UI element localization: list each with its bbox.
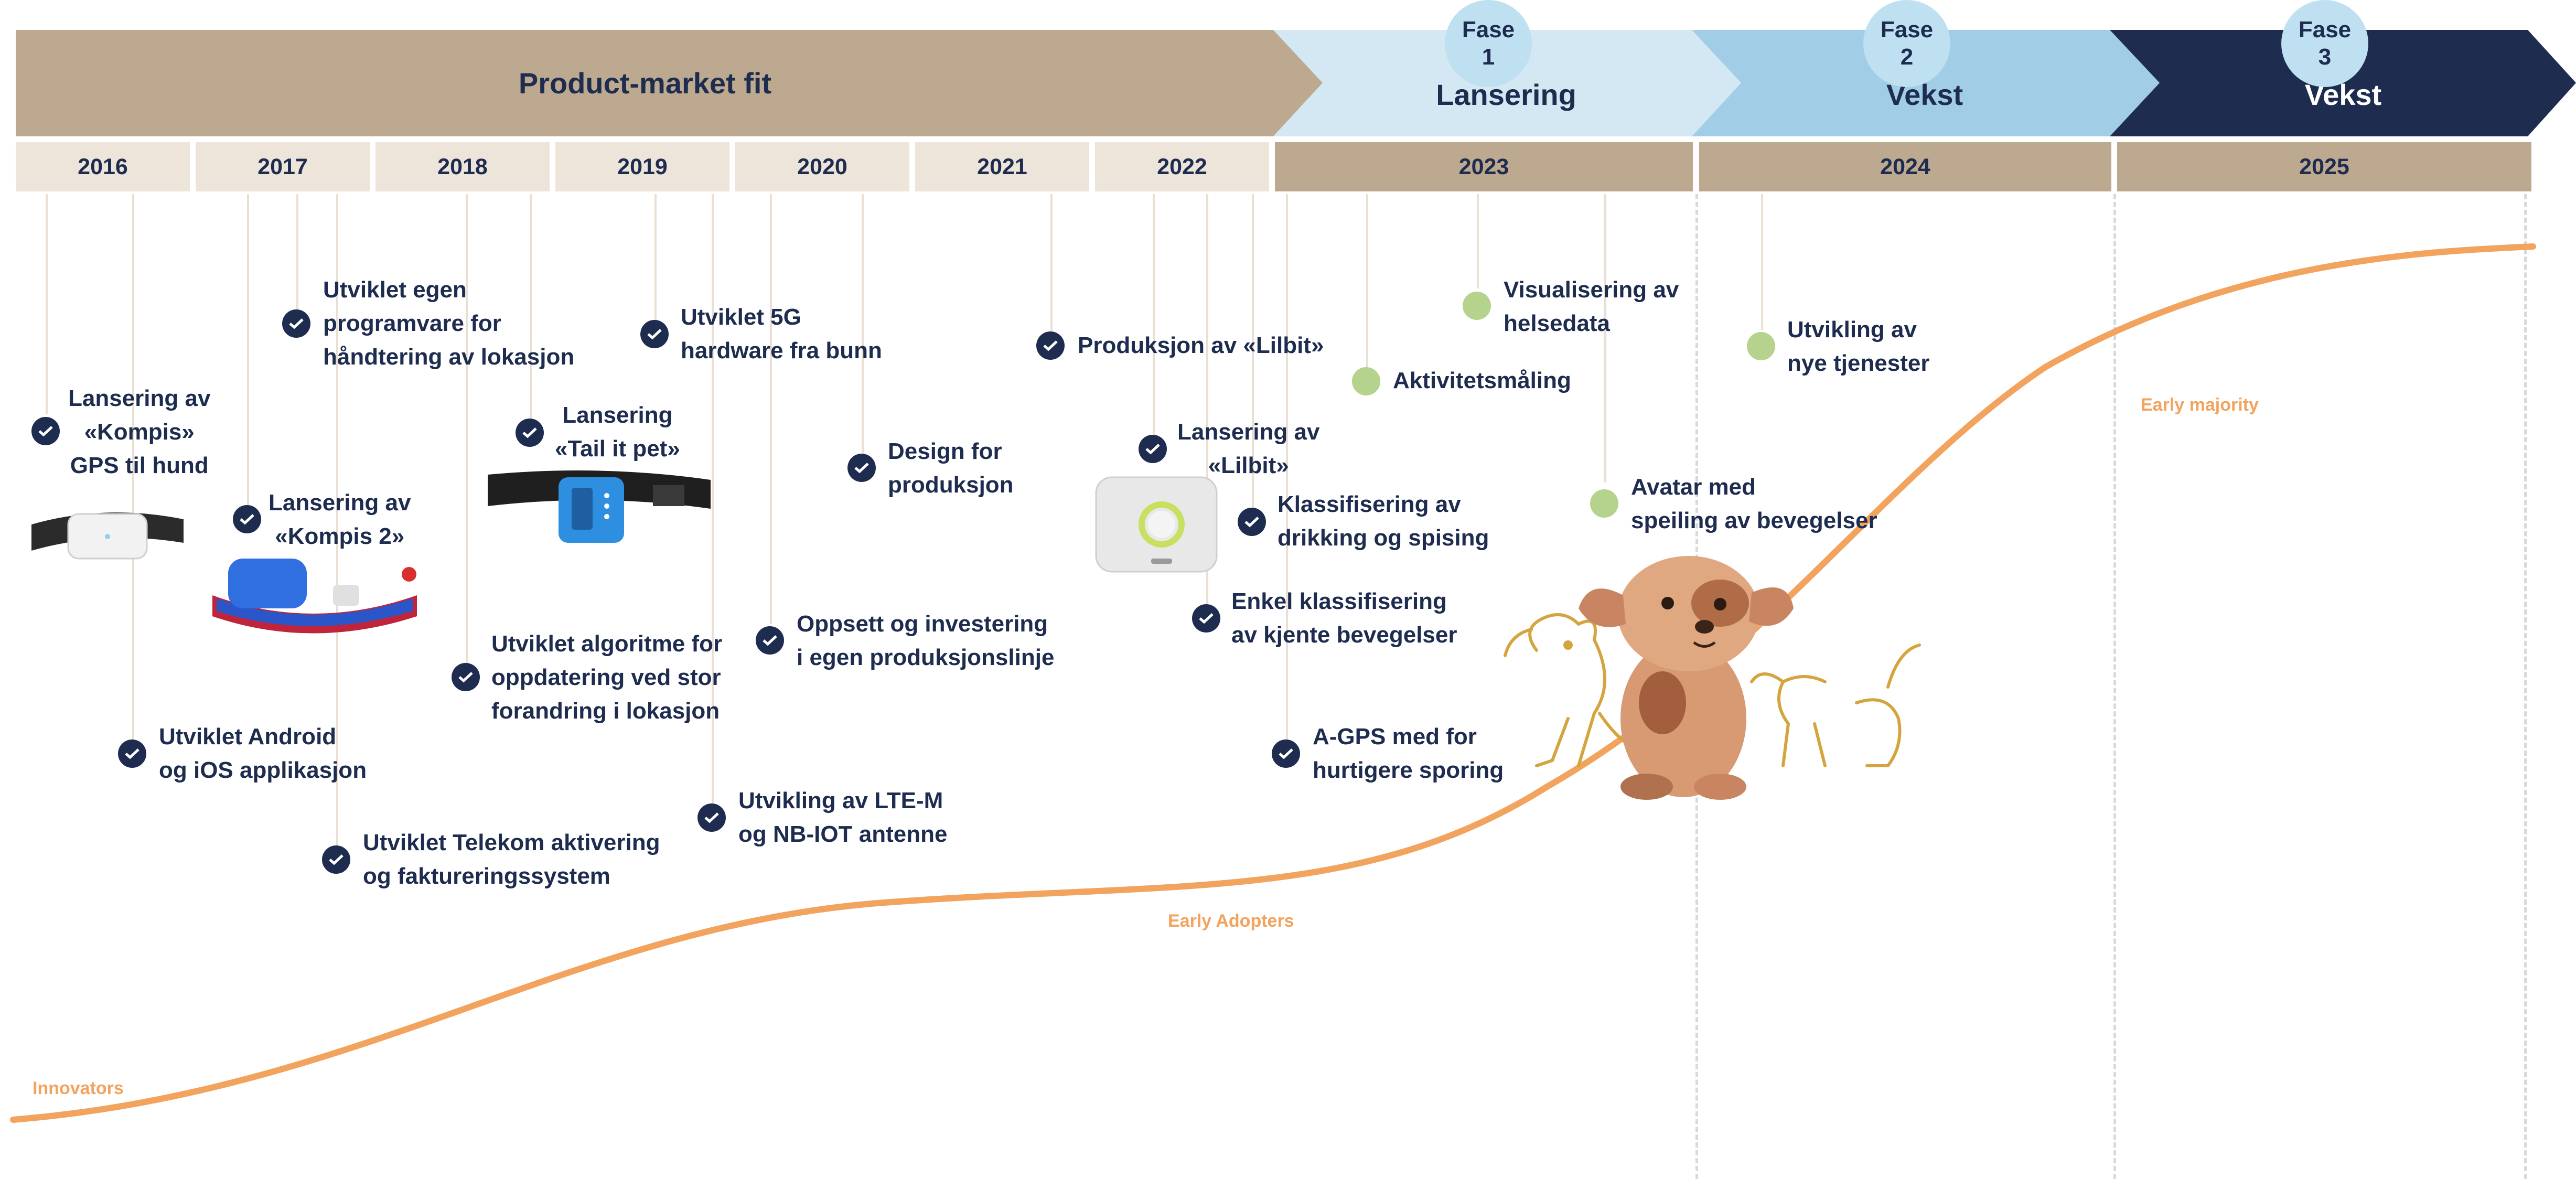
phase3-badge-number: 3 xyxy=(2318,44,2332,70)
kompis2-collar-image xyxy=(212,559,417,634)
year-2023: 2023 xyxy=(1275,142,1693,191)
phase1-badge-label: Fase xyxy=(1462,17,1515,42)
check-icon xyxy=(1139,435,1167,463)
check-icon xyxy=(282,309,310,338)
green-dot-icon xyxy=(1352,367,1380,395)
phase3-badge-label: Fase xyxy=(2298,17,2352,42)
kompis-collar-image xyxy=(31,512,184,560)
milestone-kompis-launch: Lansering av«Kompis»GPS til hund xyxy=(68,385,211,478)
connector-line xyxy=(46,194,48,414)
label-early-majority: Early majority xyxy=(2141,395,2259,415)
connector-line xyxy=(1252,194,1254,509)
check-icon xyxy=(233,505,261,533)
phase3-badge: Fase 3 xyxy=(2281,0,2368,87)
check-icon xyxy=(1272,739,1300,768)
connector-line xyxy=(770,194,772,624)
pmf-label: Product-market fit xyxy=(518,67,772,100)
check-icon xyxy=(31,417,60,445)
phase3-arrow xyxy=(2110,30,2576,136)
connector-line xyxy=(862,194,864,467)
phase2-badge-label: Fase xyxy=(1880,17,1934,42)
milestone-activity-measurement: Aktivitetsmåling xyxy=(1393,368,1571,393)
connector-line xyxy=(1761,194,1763,330)
connector-line xyxy=(1153,194,1155,446)
label-early-adopters: Early Adopters xyxy=(1168,911,1294,931)
year-2025: 2025 xyxy=(2117,142,2531,191)
year-2021: 2021 xyxy=(915,142,1089,191)
phase-banner xyxy=(16,30,2576,136)
check-icon xyxy=(640,320,669,348)
phase2-arrow xyxy=(1692,30,2160,136)
phase1-arrow xyxy=(1273,30,1741,136)
connector-line xyxy=(1477,194,1479,288)
milestone-lilbit-production: Produksjon av «Lilbit» xyxy=(1078,333,1324,358)
phase1-badge: Fase 1 xyxy=(1445,0,1532,87)
connector-line xyxy=(1206,194,1208,614)
green-dot-icon xyxy=(1747,332,1775,360)
check-icon xyxy=(118,739,146,768)
milestone-kompis2-launch: Lansering av«Kompis 2» xyxy=(269,490,411,549)
phase-divider xyxy=(2524,194,2527,1179)
check-icon xyxy=(1192,604,1220,633)
year-2018: 2018 xyxy=(375,142,550,191)
year-2020: 2020 xyxy=(735,142,909,191)
connector-line xyxy=(132,194,134,739)
connector-line xyxy=(296,194,298,309)
connector-line xyxy=(712,194,714,808)
phase-divider xyxy=(2113,194,2116,1179)
pmf-arrow xyxy=(16,30,1323,136)
phase1-badge-number: 1 xyxy=(1482,44,1495,70)
check-icon xyxy=(697,803,726,832)
puppy-avatar xyxy=(1579,556,1794,800)
green-dot-icon xyxy=(1590,489,1618,518)
green-dot-icon xyxy=(1463,292,1491,320)
year-2024: 2024 xyxy=(1699,142,2111,191)
check-icon xyxy=(847,454,876,482)
tail-it-pet-collar-image xyxy=(488,470,711,543)
check-icon xyxy=(1036,331,1065,360)
phase1-title: Lansering xyxy=(1436,78,1576,111)
connector-line xyxy=(336,194,338,855)
check-icon xyxy=(756,626,784,655)
connector-line xyxy=(1050,194,1053,341)
connector-line xyxy=(1366,194,1368,372)
check-icon xyxy=(516,419,544,447)
connector-line xyxy=(654,194,657,330)
phase2-badge-number: 2 xyxy=(1900,44,1914,70)
check-icon xyxy=(452,663,480,691)
year-2019: 2019 xyxy=(555,142,729,191)
year-2017: 2017 xyxy=(196,142,370,191)
dog-avatar-illustration xyxy=(1504,556,1921,800)
lilbit-tracker-image xyxy=(1095,476,1218,573)
phase2-badge: Fase 2 xyxy=(1863,0,1950,87)
connector-line xyxy=(247,194,249,509)
milestone-lilbit-launch: Lansering av«Lilbit» xyxy=(1177,419,1320,478)
connector-line xyxy=(466,194,468,666)
label-innovators: Innovators xyxy=(33,1078,124,1098)
year-2022: 2022 xyxy=(1095,142,1269,191)
year-2016: 2016 xyxy=(16,142,190,191)
milestone-tail-it-pet-launch: Lansering«Tail it pet» xyxy=(555,402,680,462)
connector-line xyxy=(1286,194,1288,745)
connector-line xyxy=(1604,194,1606,483)
check-icon xyxy=(322,845,350,874)
check-icon xyxy=(1238,508,1266,536)
connector-line xyxy=(530,194,532,425)
